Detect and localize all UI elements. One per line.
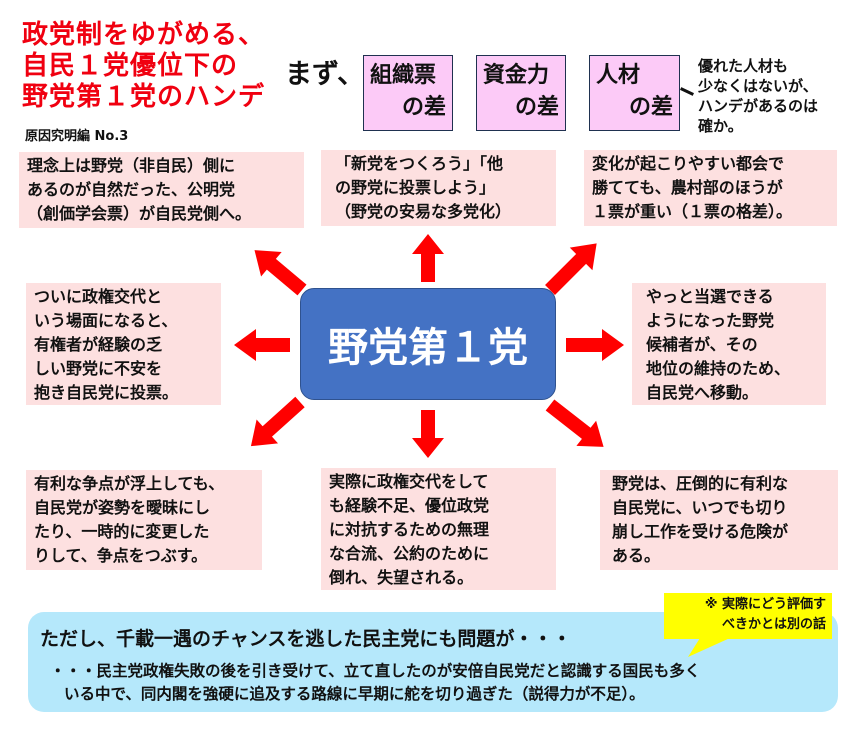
reason-line: ある。 (612, 546, 661, 565)
reason-bottom-right: 野党は、圧倒的に有利な 自民党に、いつでも切り 崩し工作を受ける危険が ある。 (600, 470, 838, 570)
factor-label: 資金力 (483, 63, 550, 88)
reason-line: 実際に政権交代をして (329, 472, 489, 491)
reason-line: （野党の安易な多党化） (335, 202, 512, 221)
arrow-down-right-icon (545, 399, 604, 447)
reason-line: 「新党をつくろう」「他 (335, 154, 504, 173)
callout-line: べきかとは別の話 (721, 617, 826, 632)
factor-label: の差 (628, 95, 673, 120)
talent-note: 優れた人材も 少なくはないが、 ハンデがあるのは 確か。 (698, 56, 818, 136)
note-line: 少なくはないが、 (698, 77, 818, 95)
reason-line: 自民党に、いつでも切り (612, 498, 788, 517)
arrow-down-left-icon (250, 396, 305, 447)
arrow-down-icon (412, 410, 444, 458)
reason-mid-left: ついに政権交代と いう場面になると、 有権者が経験の乏 しい野党に不安を 抱き自… (26, 283, 221, 405)
reason-line: しい野党に不安を (34, 359, 163, 378)
reason-line: 有権者が経験の乏 (34, 335, 163, 354)
note-line: 優れた人材も (698, 57, 789, 75)
intro-text: まず、 (285, 59, 365, 90)
reason-top-left: 理念上は野党（非自民）側に あるのが自然だった、公明党 （創価学会票）が自民党側… (19, 152, 304, 228)
body-line: ・・・民主党政権失敗の後を引き受けて、立て直したのが安倍自民党だと認識する国民も… (50, 662, 701, 680)
factor-organized-votes: 組織票 の差 (363, 55, 453, 131)
center-node: 野党第１党 (300, 288, 556, 400)
reason-line: いう場面になると、 (34, 311, 178, 330)
title-line: 野党第１党のハンデ (22, 82, 266, 112)
reason-line: りして、争点をつぶす。 (34, 546, 208, 565)
title-line: 政党制をゆがめる、 (22, 20, 266, 50)
reason-line: やっと当選できる (646, 287, 774, 306)
subtitle: 原因究明編 No.3 (25, 129, 129, 144)
reason-line: 勝てても、農村部のほうが (592, 178, 783, 197)
main-title: 政党制をゆがめる、 自民１党優位下の 野党第１党のハンデ (22, 20, 265, 113)
reason-line: 変化が起こりやすい都会で (592, 154, 785, 173)
body-line: いる中で、同内閣を強硬に追及する路線に早期に舵を切り過ぎた（説得力が不足）。 (64, 685, 645, 703)
factor-label: 組織票 (370, 63, 437, 88)
factor-label: の差 (514, 95, 559, 120)
reason-top-right: 変化が起こりやすい都会で 勝てても、農村部のほうが １票が重い（１票の格差）。 (584, 150, 837, 226)
factor-funding: 資金力 の差 (476, 55, 566, 131)
reason-line: も経験不足、優位政党 (329, 496, 490, 515)
reason-line: 有利な争点が浮上しても、 (34, 474, 225, 493)
title-line: 自民１党優位下の (22, 51, 239, 81)
reason-line: 野党は、圧倒的に有利な (612, 474, 789, 493)
reason-bottom-left: 有利な争点が浮上しても、 自民党が姿勢を曖昧にし たり、一時的に変更した りして… (26, 470, 262, 570)
reason-line: 抱き自民党に投票。 (34, 383, 179, 402)
reason-line: あるのが自然だった、公明党 (27, 180, 236, 199)
reason-line: 候補者が、その (646, 335, 758, 354)
reason-bottom-mid: 実際に政権交代をして も経験不足、優位政党 に対抗するための無理 な合流、公約の… (321, 468, 556, 590)
note-line: 確か。 (698, 117, 743, 135)
note-line: ハンデがあるのは (698, 97, 819, 115)
factor-talent: 人材 の差 (589, 55, 680, 131)
reason-line: 自民党が姿勢を曖昧にし (34, 498, 211, 517)
reason-line: 自民党へ移動。 (646, 383, 759, 402)
reason-line: たり、一時的に変更した (34, 522, 210, 541)
factor-label: 人材 (596, 63, 641, 88)
reason-top-mid: 「新党をつくろう」「他 の野党に投票しよう」 （野党の安易な多党化） (321, 150, 556, 226)
reason-line: な合流、公約のために (329, 544, 490, 563)
reason-line: ようになった野党 (646, 311, 775, 330)
bottom-headline: ただし、千載一遇のチャンスを逃した民主党にも問題が・・・ (40, 628, 572, 650)
reason-line: 倒れ、失望される。 (329, 568, 474, 587)
reason-line: 地位の維持のため、 (646, 359, 791, 378)
reason-line: の野党に投票しよう」 (335, 178, 496, 197)
reason-line: 崩し工作を受ける危険が (612, 522, 789, 541)
callout-note: ※ 実際にどう評価す べきかとは別の話 (664, 593, 832, 639)
bottom-body: ・・・民主党政権失敗の後を引き受けて、立て直したのが安倍自民党だと認識する国民も… (50, 660, 700, 706)
reason-line: １票が重い（１票の格差）。 (592, 202, 793, 221)
reason-line: 理念上は野党（非自民）側に (27, 156, 236, 175)
arrow-up-left-icon (254, 250, 307, 296)
arrow-up-right-icon (545, 243, 597, 295)
reason-line: （創価学会票）が自民党側へ。 (27, 204, 252, 223)
reason-line: に対抗するための無理 (329, 520, 490, 539)
factor-label: の差 (401, 95, 446, 120)
arrow-up-icon (412, 234, 444, 282)
reason-line: ついに政権交代と (34, 287, 163, 306)
arrow-right-icon (566, 329, 624, 361)
callout-line: ※ 実際にどう評価す (704, 597, 826, 612)
arrow-left-icon (234, 329, 290, 361)
reason-mid-right: やっと当選できる ようになった野党 候補者が、その 地位の維持のため、 自民党へ… (632, 283, 826, 405)
